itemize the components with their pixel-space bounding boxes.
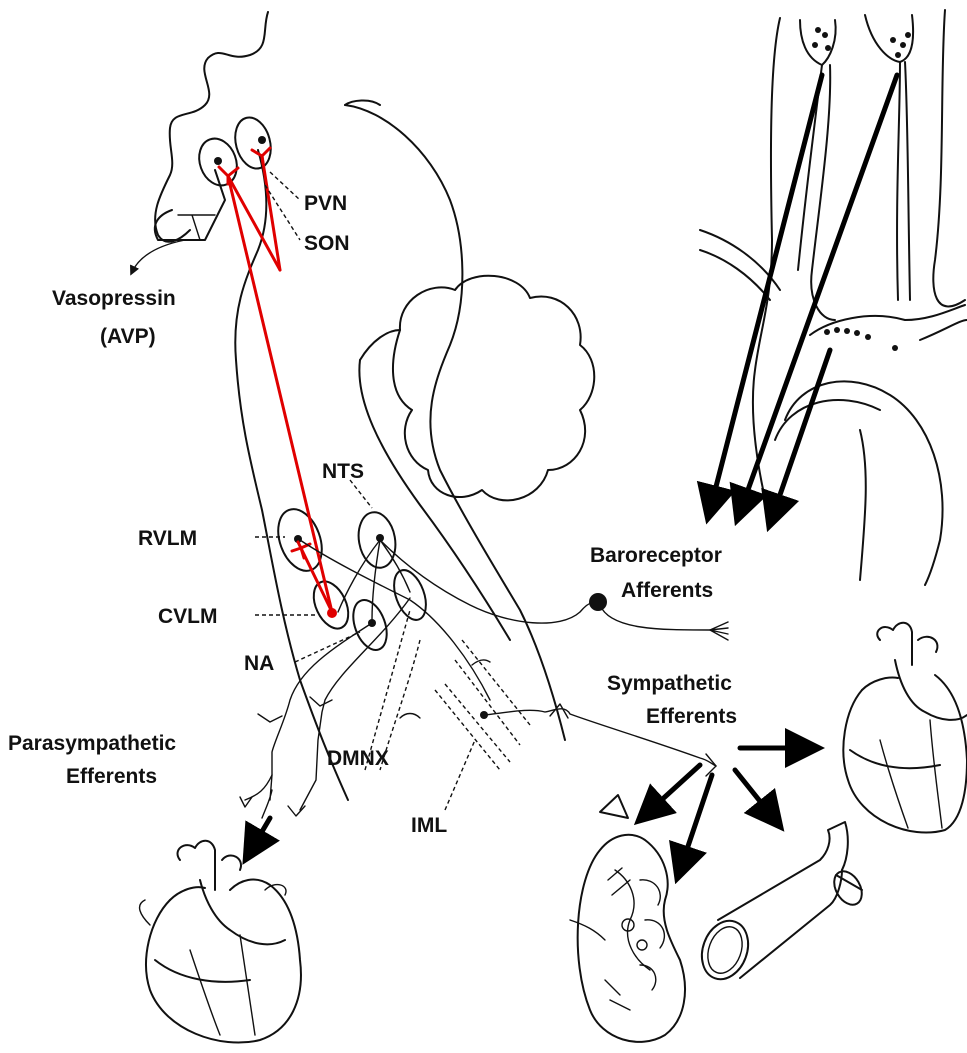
nucleus-dmnx bbox=[388, 566, 432, 624]
label-vasopressin: Vasopressin bbox=[52, 287, 176, 310]
kidney-illustration bbox=[570, 795, 685, 1042]
label-avp: (AVP) bbox=[100, 325, 156, 348]
parasympathetic-arrow bbox=[250, 818, 270, 852]
label-rvlm: RVLM bbox=[138, 527, 197, 550]
label-cvlm: CVLM bbox=[158, 605, 218, 628]
label-baroreceptor: Baroreceptor bbox=[590, 544, 722, 567]
blood-vessel-illustration bbox=[694, 822, 867, 986]
cerebellum bbox=[393, 276, 594, 501]
label-son: SON bbox=[304, 232, 350, 255]
label-na: NA bbox=[244, 652, 274, 675]
label-baroreceptor-afferents: Afferents bbox=[621, 579, 713, 602]
leader-lines bbox=[255, 172, 475, 810]
iml-column bbox=[380, 640, 530, 770]
label-nts: NTS bbox=[322, 460, 364, 483]
avp-arrow bbox=[132, 240, 185, 272]
heart-right-illustration bbox=[843, 623, 967, 833]
label-iml: IML bbox=[411, 814, 447, 837]
sympathetic-arrows bbox=[645, 748, 810, 870]
labels: PVN SON Vasopressin (AVP) NTS RVLM CVLM … bbox=[8, 192, 737, 837]
baroreceptor-arrows bbox=[710, 75, 897, 518]
label-sympathetic: Sympathetic bbox=[607, 672, 732, 695]
label-dmnx: DMNX bbox=[327, 747, 389, 770]
carotid-aorta-vessels bbox=[700, 10, 967, 585]
red-pathway bbox=[219, 148, 337, 618]
brain-outline bbox=[155, 12, 565, 800]
label-parasympathetic: Parasympathetic bbox=[8, 732, 176, 755]
label-pvn: PVN bbox=[304, 192, 347, 215]
label-parasympathetic-efferents: Efferents bbox=[66, 765, 157, 788]
heart-left-illustration bbox=[140, 841, 301, 1043]
label-sympathetic-efferents: Efferents bbox=[646, 705, 737, 728]
